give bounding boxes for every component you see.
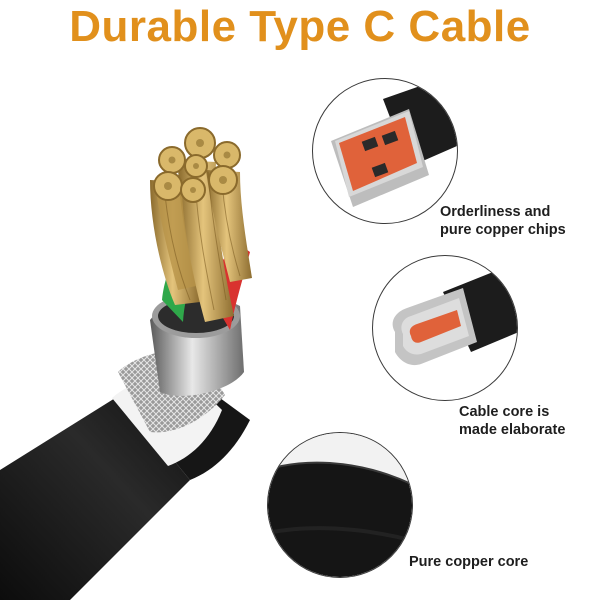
feature-caption-2: Cable core is made elaborate bbox=[459, 404, 566, 438]
cable-cross-section-icon bbox=[268, 433, 412, 577]
feature-caption-1: Orderliness and pure copper chips bbox=[440, 204, 566, 238]
cable-callout bbox=[267, 432, 413, 578]
cable-illustration bbox=[0, 127, 252, 600]
usb-c-callout bbox=[372, 255, 518, 401]
page-title: Durable Type C Cable bbox=[69, 2, 531, 51]
usb-a-connector-icon bbox=[331, 79, 457, 207]
usb-a-callout bbox=[312, 78, 458, 224]
feature-caption-3: Pure copper core bbox=[409, 554, 529, 570]
usb-c-connector-icon bbox=[392, 262, 517, 366]
